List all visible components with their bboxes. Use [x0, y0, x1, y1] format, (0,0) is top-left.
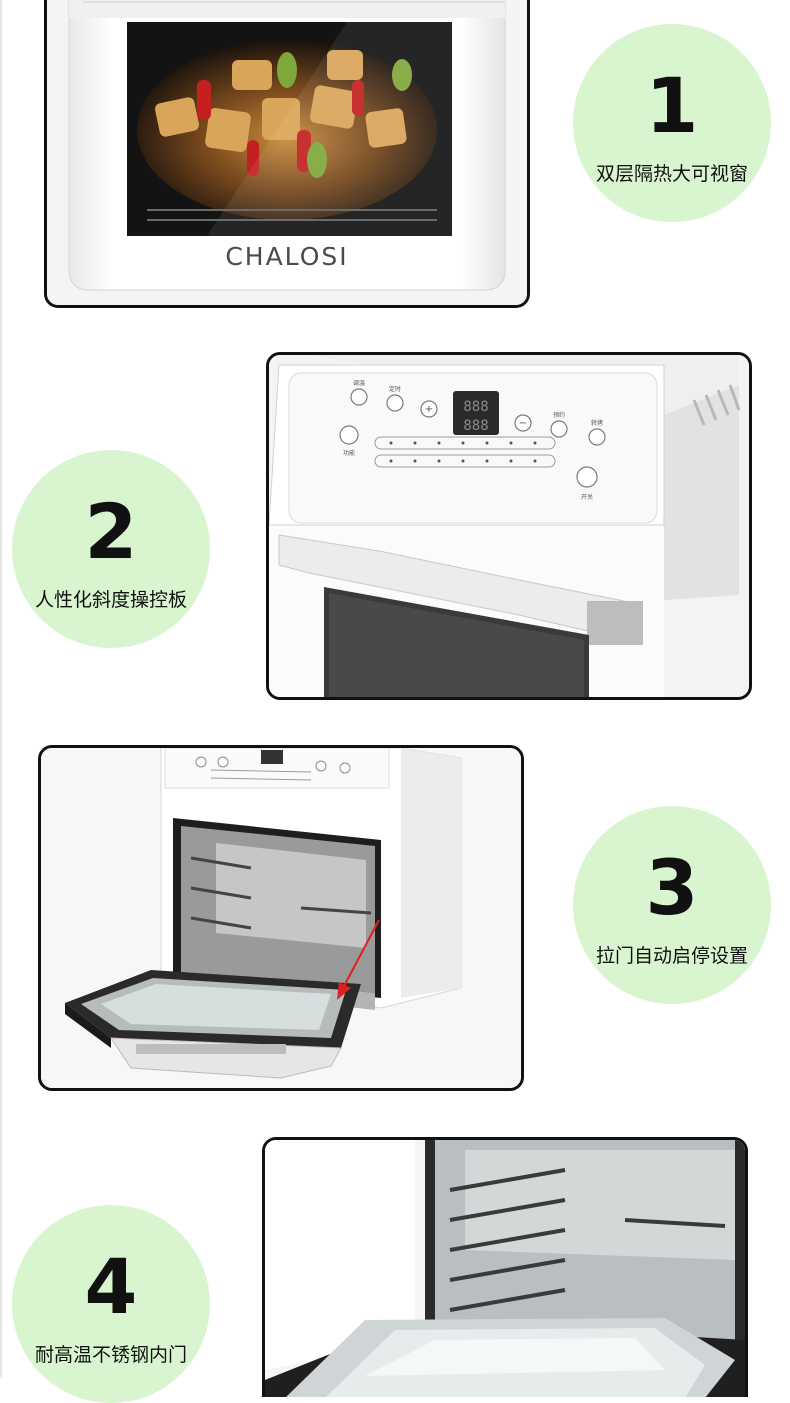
feature-number: 4 — [84, 1242, 138, 1331]
reserve-label: 预约 — [553, 411, 565, 419]
open-door-illustration — [41, 748, 521, 1088]
feature-badge-4: 4 耐高温不锈钢内门 — [12, 1205, 210, 1403]
feature-badge-2: 2 人性化斜度操控板 — [12, 450, 210, 648]
arrow-head-icon — [337, 982, 351, 1000]
control-panel-illustration: 888 888 调温 定时 预约 转烤 功能 开关 + − — [269, 355, 749, 697]
rotate-label: 转烤 — [591, 419, 603, 427]
feature-caption: 双层隔热大可视窗 — [595, 163, 748, 185]
minus-icon: − — [519, 418, 527, 429]
power-button[interactable] — [576, 466, 598, 488]
rotate-button[interactable] — [588, 428, 606, 446]
feature-number: 1 — [645, 61, 699, 150]
feature-caption: 人性化斜度操控板 — [34, 589, 187, 611]
feature-caption: 耐高温不锈钢内门 — [34, 1344, 187, 1366]
page-left-divider — [0, 0, 2, 1378]
feature-number: 3 — [645, 843, 699, 932]
plus-icon: + — [425, 404, 433, 415]
display-digits-bottom: 888 — [463, 418, 488, 434]
feature-caption: 拉门自动启停设置 — [595, 945, 748, 967]
timer-button[interactable] — [386, 394, 404, 412]
temp-button[interactable] — [350, 388, 368, 406]
inner-door-illustration — [265, 1140, 745, 1397]
indicator-arrow — [342, 919, 380, 989]
photo-viewing-window: CHALOSI — [44, 0, 530, 308]
feature-badge-3: 3 拉门自动启停设置 — [573, 806, 771, 1004]
oven-front-illustration — [47, 0, 527, 305]
menu-button[interactable] — [339, 425, 359, 445]
brand-logo: CHALOSI — [225, 242, 349, 271]
feature-number: 2 — [84, 487, 138, 576]
reserve-button[interactable] — [550, 420, 568, 438]
menu-label: 功能 — [343, 449, 355, 457]
photo-control-panel: 888 888 调温 定时 预约 转烤 功能 开关 + − — [266, 352, 752, 700]
timer-label: 定时 — [389, 385, 401, 393]
photo-inner-door — [262, 1137, 748, 1397]
temp-label: 调温 — [353, 379, 365, 387]
feature-badge-1: 1 双层隔热大可视窗 — [573, 24, 771, 222]
photo-door-open — [38, 745, 524, 1091]
plus-button[interactable] — [420, 400, 438, 418]
power-label: 开关 — [581, 493, 593, 501]
display-digits-top: 888 — [463, 399, 488, 415]
minus-button[interactable] — [514, 414, 532, 432]
